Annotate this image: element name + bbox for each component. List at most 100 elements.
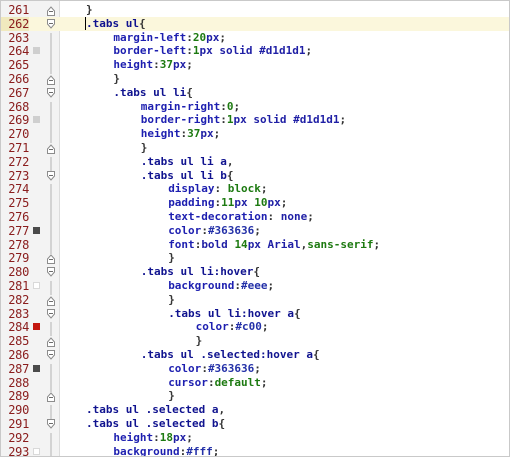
code-text[interactable]: } <box>141 141 148 154</box>
code-line[interactable]: 261} <box>1 3 509 17</box>
code-text[interactable]: font:bold 14px Arial,sans-serif; <box>168 238 380 251</box>
code-text[interactable]: .tabs ul li:hover a{ <box>168 307 300 320</box>
code-line[interactable]: 286.tabs ul .selected:hover a{ <box>1 348 509 362</box>
code-line[interactable]: 282} <box>1 293 509 307</box>
code-text[interactable]: } <box>196 334 203 347</box>
fold-close-icon[interactable] <box>45 334 57 348</box>
code-line[interactable]: 272.tabs ul li a, <box>1 155 509 171</box>
code-text[interactable]: border-left:1px solid #d1d1d1; <box>113 44 312 57</box>
fold-open-icon[interactable] <box>45 86 57 100</box>
code-text[interactable]: cursor:default; <box>168 376 267 389</box>
code-line[interactable]: 289} <box>1 389 509 403</box>
code-text[interactable]: } <box>113 72 120 85</box>
code-text[interactable]: } <box>86 3 93 16</box>
code-token: px <box>173 430 187 444</box>
code-text[interactable]: margin-left:20px; <box>113 31 226 44</box>
code-line[interactable]: 262.tabs ul{ <box>1 16 509 31</box>
fold-open-icon[interactable] <box>45 265 57 279</box>
fold-open-icon[interactable] <box>45 169 57 183</box>
code-line[interactable]: 283.tabs ul li:hover a{ <box>1 307 509 321</box>
code-text[interactable]: } <box>168 389 175 402</box>
code-token: #363636 <box>207 223 255 237</box>
code-text[interactable]: height:37px; <box>113 58 193 71</box>
code-line[interactable]: 267 .tabs ul li{ <box>1 86 509 100</box>
code-token: ; <box>212 444 220 457</box>
code-line[interactable]: 279} <box>1 251 509 265</box>
fold-open-icon[interactable] <box>45 348 57 362</box>
code-text[interactable]: background:#eee; <box>168 279 274 292</box>
fold-close-icon[interactable] <box>45 141 57 155</box>
code-text[interactable]: color:#363636; <box>168 224 261 237</box>
code-text[interactable]: .tabs ul{ <box>86 17 146 30</box>
code-token: px <box>234 196 255 210</box>
code-token: { <box>218 417 226 430</box>
code-text[interactable]: background:#fff; <box>113 444 220 457</box>
line-number: 267 <box>8 85 29 100</box>
code-text[interactable]: color:#c00; <box>196 320 269 333</box>
gutter-marker <box>33 447 40 455</box>
code-line[interactable]: 291 .tabs ul .selected b{ <box>1 417 509 431</box>
fold-open-icon[interactable] <box>45 17 57 31</box>
code-text[interactable]: } <box>168 251 175 264</box>
code-text[interactable]: text-decoration: none; <box>168 210 314 223</box>
code-text[interactable]: height:18px; <box>113 431 193 444</box>
code-text[interactable]: .tabs ul .selected:hover a{ <box>141 348 320 361</box>
code-line[interactable]: 264 border-left:1px solid #d1d1d1; <box>1 44 509 61</box>
code-text[interactable]: height:37px; <box>141 127 221 140</box>
code-token: : <box>267 210 281 223</box>
code-text[interactable]: border-right:1px solid #d1d1d1; <box>141 113 346 126</box>
code-text[interactable]: .tabs ul .selected b{ <box>86 417 225 430</box>
code-text[interactable]: .tabs ul .selected a, <box>86 403 225 416</box>
fold-close-icon[interactable] <box>45 251 57 265</box>
code-token: background <box>113 444 180 457</box>
code-token: 11 <box>221 196 235 210</box>
code-token: ; <box>261 320 269 334</box>
code-line[interactable]: 271} <box>1 141 509 155</box>
code-text[interactable]: color:#363636; <box>168 362 261 375</box>
code-text[interactable]: .tabs ul li a, <box>141 155 234 168</box>
line-number: 291 <box>8 417 29 431</box>
code-text[interactable]: .tabs ul li:hover{ <box>141 265 260 278</box>
line-number: 290 <box>8 403 29 418</box>
code-line[interactable]: 266} <box>1 72 509 86</box>
code-token: { <box>138 16 146 30</box>
fold-open-icon[interactable] <box>45 417 57 431</box>
code-line[interactable]: 280.tabs ul li:hover{ <box>1 265 509 279</box>
code-text[interactable]: display: block; <box>168 182 267 195</box>
fold-close-icon[interactable] <box>45 3 57 17</box>
code-line[interactable]: 290 .tabs ul .selected a, <box>1 403 509 420</box>
code-text[interactable]: padding:11px 10px; <box>168 196 287 209</box>
code-line[interactable]: 285} <box>1 334 509 348</box>
fold-close-icon[interactable] <box>45 293 57 307</box>
code-line[interactable]: 273.tabs ul li b{ <box>1 169 509 183</box>
code-text[interactable]: .tabs ul li{ <box>113 86 192 99</box>
code-text[interactable]: margin-right:0; <box>141 100 240 113</box>
code-token: px Arial <box>247 237 301 251</box>
line-number: 264 <box>8 44 29 59</box>
code-token: height <box>113 430 154 444</box>
code-text[interactable]: } <box>168 293 175 306</box>
fold-open-icon[interactable] <box>45 307 57 321</box>
fold-close-icon[interactable] <box>45 389 57 403</box>
fold-close-icon[interactable] <box>45 72 57 86</box>
text-caret <box>85 17 86 31</box>
code-text[interactable]: .tabs ul li b{ <box>141 169 234 182</box>
code-token: 37 <box>187 127 201 141</box>
